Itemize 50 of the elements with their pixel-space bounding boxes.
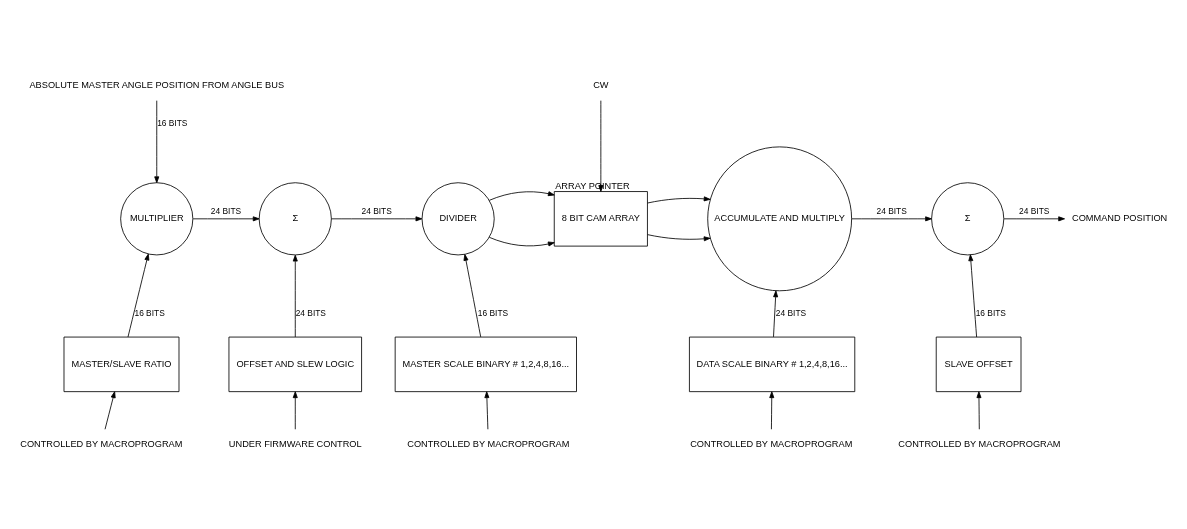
- node-box: 8 BIT CAM ARRAY: [553, 190, 648, 247]
- node-circle: ACCUMULATE AND MULTIPLY: [707, 145, 853, 291]
- arrow: [154, 99, 160, 183]
- edge-label: 24 BITS: [775, 307, 807, 318]
- arrow: [127, 253, 150, 337]
- edge-label: 24 BITS: [361, 205, 392, 216]
- arrow: [773, 290, 779, 337]
- arrow: [192, 215, 260, 221]
- arrow: [104, 390, 116, 430]
- node-text: CONTROLLED BY MACROPROGRAM: [20, 438, 183, 449]
- node-text: ABSOLUTE MASTER ANGLE POSITION FROM ANGLE BUS: [29, 79, 285, 90]
- arrow: [968, 253, 978, 337]
- edge-label: 24 BITS: [210, 205, 242, 216]
- arrow: [976, 390, 982, 430]
- arrow: [488, 190, 555, 201]
- node-circle: Σ: [258, 181, 332, 255]
- arrow: [488, 236, 555, 246]
- node-box: DATA SCALE BINARY # 1,2,4,8,16...: [689, 336, 856, 392]
- arrow: [463, 253, 482, 337]
- node-box: OFFSET AND SLEW LOGIC: [228, 336, 362, 392]
- arrow: [851, 215, 932, 221]
- edge-label: 16 BITS: [134, 307, 165, 318]
- edge-label: 24 BITS: [295, 307, 326, 318]
- node-text: COMMAND POSITION: [1072, 212, 1168, 223]
- node-box: SLAVE OFFSET: [935, 336, 1022, 392]
- arrow: [292, 390, 298, 430]
- edge-label: 16 BITS: [477, 307, 509, 318]
- node-text: UNDER FIRMWARE CONTROL: [228, 438, 362, 449]
- node-box: MASTER SCALE BINARY # 1,2,4,8,16...: [394, 336, 577, 392]
- edge-label: 16 BITS: [157, 117, 188, 128]
- node-text: CONTROLLED BY MACROPROGRAM: [690, 438, 853, 449]
- edge-label: 24 BITS: [876, 205, 907, 216]
- node-text: CONTROLLED BY MACROPROGRAM: [407, 438, 570, 449]
- arrow: [647, 233, 711, 241]
- arrow: [484, 390, 490, 430]
- arrow: [292, 254, 298, 337]
- arrow: [598, 99, 604, 192]
- edge-label: 24 BITS: [1019, 205, 1050, 216]
- arrow: [647, 195, 711, 203]
- node-circle: MULTIPLIER: [120, 181, 194, 255]
- node-text: CW: [593, 79, 609, 90]
- node-label: ARRAY POINTER: [555, 180, 630, 191]
- node-circle: Σ: [931, 181, 1005, 255]
- arrow: [769, 390, 775, 430]
- node-box: MASTER/SLAVE RATIO: [63, 336, 180, 392]
- arrow: [1003, 215, 1065, 221]
- arrow: [331, 215, 423, 221]
- node-text: CONTROLLED BY MACROPROGRAM: [898, 438, 1061, 449]
- edge-label: 16 BITS: [975, 307, 1006, 318]
- node-circle: DIVIDER: [421, 181, 495, 255]
